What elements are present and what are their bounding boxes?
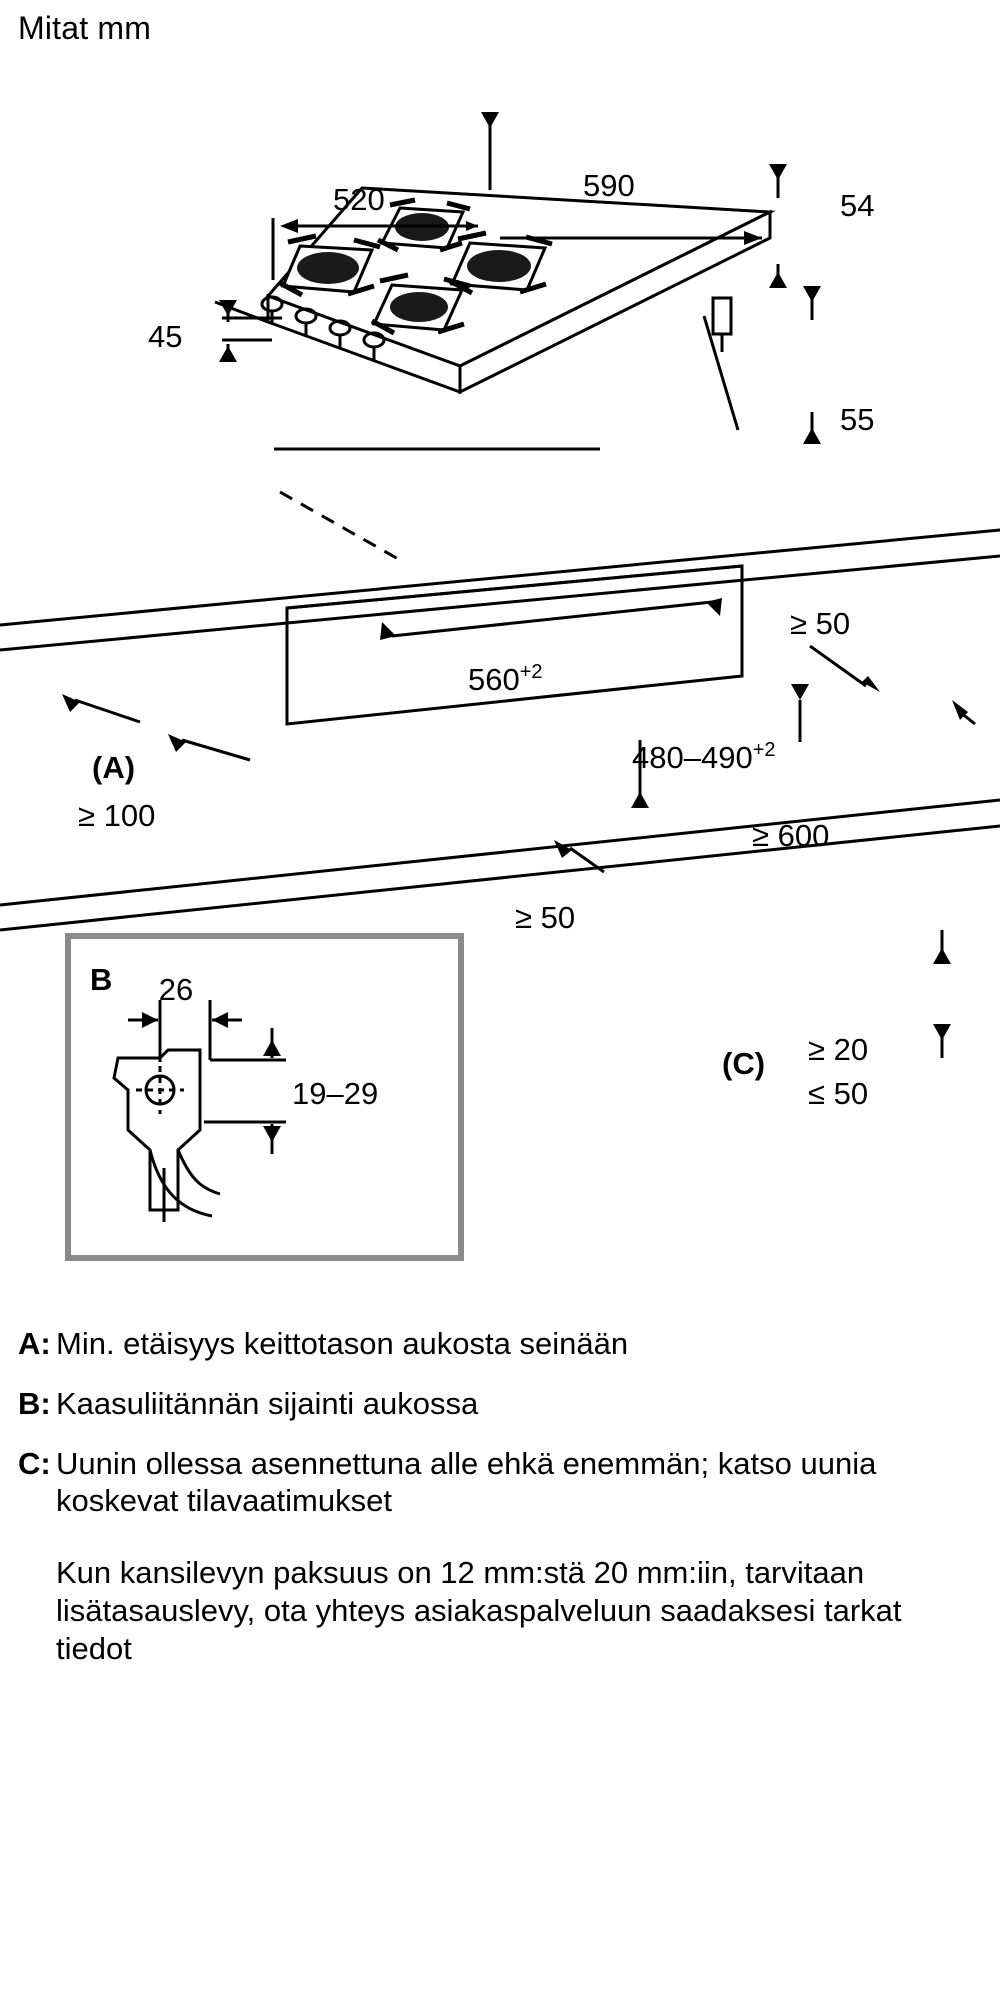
dim-c: (C) ≥ 20 ≤ 50 [722, 930, 951, 1111]
worktop-thickness-note: Kun kansilevyn paksuus on 12 mm:stä 20 m… [56, 1555, 902, 1666]
legend-text-c: Uunin ollessa asennettuna alle ehkä enem… [56, 1445, 877, 1519]
legend-text-a: Min. etäisyys keittotason aukosta seinää… [56, 1326, 629, 1361]
hob-illustration [214, 186, 776, 395]
dim-ge50-front: ≥ 50 [515, 840, 605, 935]
dim-ge600: ≥ 600 [752, 700, 976, 853]
legend-row-a: A: Min. etäisyys keittotason aukosta sei… [18, 1325, 978, 1363]
legend-text-b: Kaasuliitännän sijainti aukossa [56, 1385, 479, 1421]
dim-26: 26 [128, 972, 242, 1062]
burner-front [370, 272, 471, 336]
dim-54-label: 54 [840, 188, 874, 223]
worktop-cutout-illustration [0, 528, 1000, 932]
dim-26-label: 26 [159, 972, 193, 1007]
dim-19-29-label: 19–29 [292, 1076, 378, 1111]
dim-c-value-min: ≥ 20 [808, 1032, 868, 1067]
dim-560-label: 560+2 [468, 661, 543, 697]
dim-c-value-max: ≤ 50 [808, 1076, 868, 1111]
burner-back [376, 197, 471, 253]
dim-520-label: 520 [333, 182, 385, 217]
page-title: Mitat mm [18, 10, 152, 46]
dim-590: 590 [481, 112, 762, 245]
dim-480-490: 480–490+2 [631, 684, 809, 808]
detail-b-label: B [90, 962, 112, 997]
dim-45: 45 [148, 300, 282, 362]
detail-b-box: B 26 [65, 933, 464, 1261]
legend-list: A: Min. etäisyys keittotason aukosta sei… [18, 1325, 978, 1668]
dim-a-value: ≥ 100 [78, 798, 155, 833]
dim-19-29: 19–29 [204, 1028, 378, 1154]
dim-55-label: 55 [840, 402, 874, 437]
dim-a: (A) ≥ 100 [62, 694, 251, 833]
legend-key-a: A: [18, 1326, 51, 1361]
burner-right [448, 230, 553, 296]
legend-key-c: C: [18, 1445, 51, 1481]
dim-45-label: 45 [148, 319, 182, 354]
legend-row-b: B: Kaasuliitännän sijainti aukossa [18, 1385, 978, 1423]
burner-left [278, 233, 381, 298]
dim-590-label: 590 [583, 168, 635, 203]
gas-connection-pipe [711, 296, 733, 352]
gas-connection-center-mark [136, 1066, 184, 1114]
dim-480-490-label: 480–490+2 [632, 739, 776, 775]
dim-ge600-label: ≥ 600 [752, 818, 829, 853]
legend-key-b: B: [18, 1385, 51, 1421]
dimension-diagram: 520 590 54 [0, 112, 1000, 1261]
dim-ge50-right: ≥ 50 [790, 606, 880, 692]
dim-c-label: (C) [722, 1046, 765, 1081]
dim-a-label: (A) [92, 750, 135, 785]
dim-55: 55 [803, 286, 874, 444]
dim-ge50-front-label: ≥ 50 [515, 900, 575, 935]
dim-560: 560+2 [380, 598, 722, 697]
dim-54: 54 [769, 164, 874, 288]
legend-row-c: C: Uunin ollessa asennettuna alle ehkä e… [18, 1445, 978, 1521]
leader-lines [279, 315, 740, 562]
dim-ge50-right-label: ≥ 50 [790, 606, 850, 641]
